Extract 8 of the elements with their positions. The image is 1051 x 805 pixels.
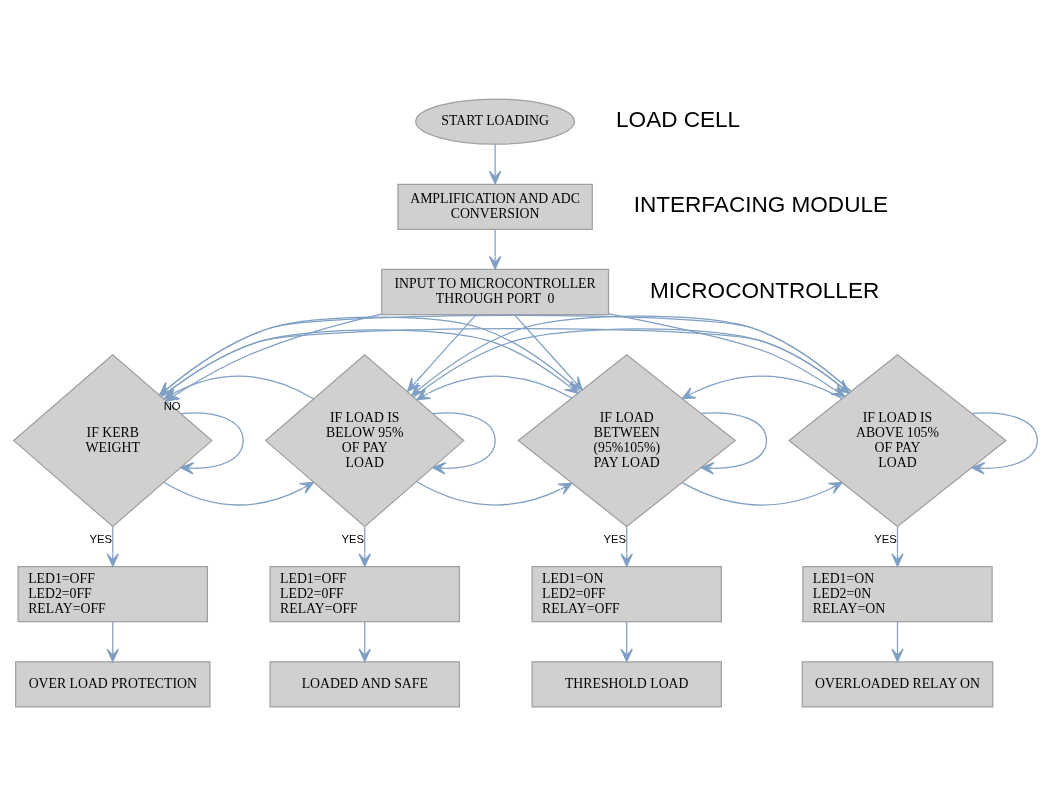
node-label: LOAD CELL <box>616 106 741 132</box>
edge-label: YES <box>341 532 365 545</box>
edge-label: YES <box>89 532 113 545</box>
edge-label: NO <box>163 399 181 412</box>
node-label: INTERFACING MODULE <box>633 191 889 217</box>
node-label: MICROCONTROLLER <box>649 277 880 303</box>
edge-label: YES <box>603 532 627 545</box>
edge-label: YES <box>874 532 897 545</box>
